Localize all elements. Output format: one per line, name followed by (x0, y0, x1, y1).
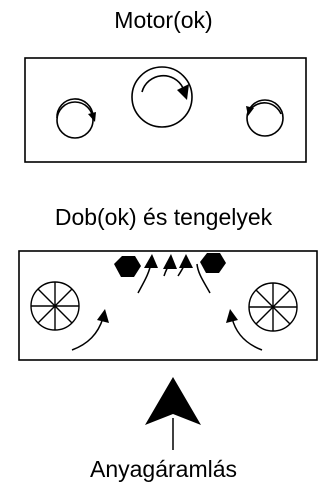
material-flow-label: Anyagáramlás (89, 456, 238, 482)
curved-arrow-icon (177, 254, 193, 277)
drums-shafts-title: Dob(ok) és tengelyek (54, 204, 273, 230)
curved-arrow-icon (226, 309, 263, 351)
rotation-arrow-icon (131, 66, 193, 128)
curved-arrow-icon (71, 309, 109, 351)
curved-arrow-icon (163, 254, 177, 277)
flow-arrow-icon (145, 377, 201, 450)
spoked-wheel-icon (30, 281, 80, 331)
drum-box (18, 250, 318, 361)
rotation-arrow-icon (246, 99, 284, 137)
motor-title: Motor(ok) (114, 7, 213, 33)
curved-arrow-icon (137, 254, 158, 294)
rotation-arrow-icon (56, 98, 96, 139)
hexagon-icon (200, 253, 226, 273)
curved-arrow-icon (196, 263, 211, 294)
spoked-wheel-icon (248, 282, 298, 332)
hexagon-icon (114, 256, 141, 277)
motor-box (24, 57, 307, 163)
